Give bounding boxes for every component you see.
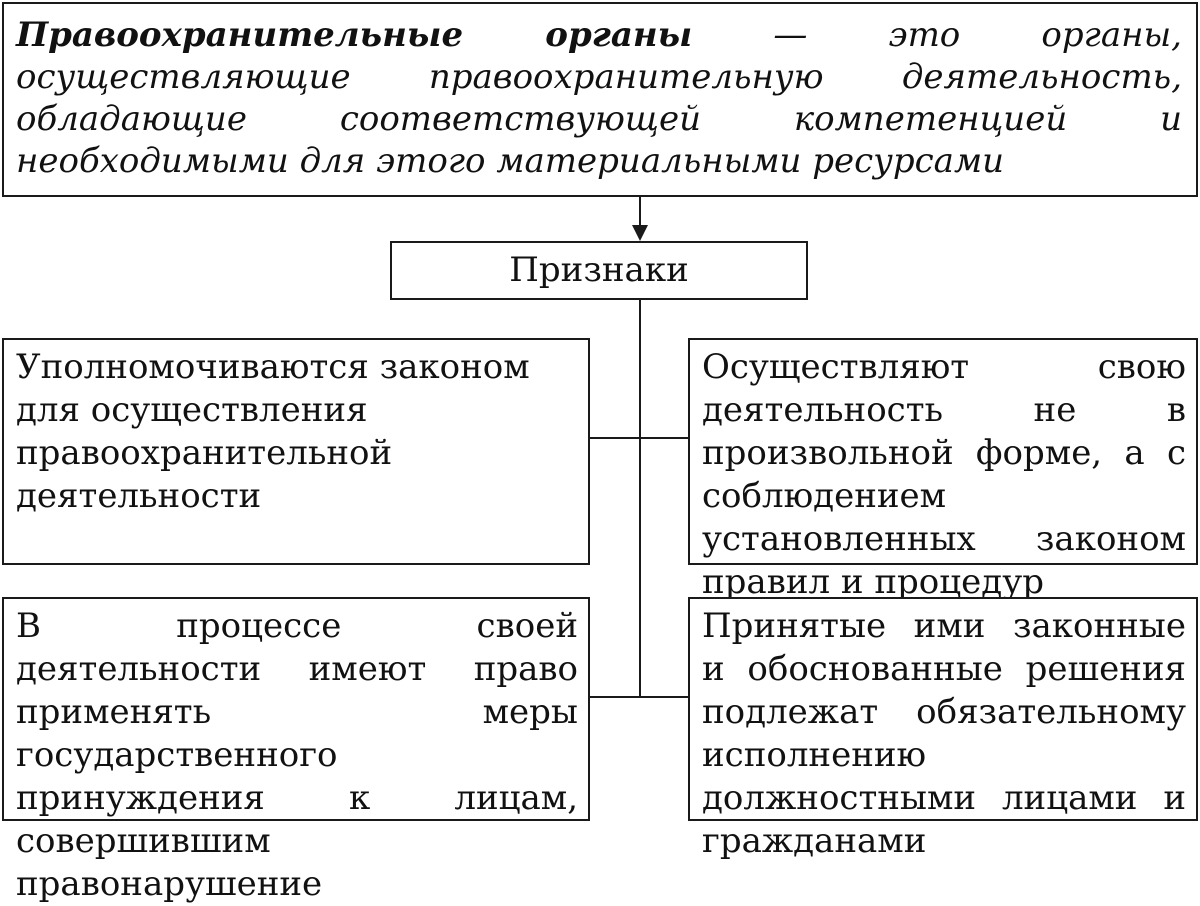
feature-item-text: В процессе своей деятельности имеют прав…	[16, 606, 578, 904]
features-label: Признаки	[509, 250, 689, 290]
feature-item-procedures: Осуществляют свою деятельность не в прои…	[688, 338, 1198, 602]
feature-item-binding-decisions: Принятые ими законные и обоснованные реш…	[688, 597, 1198, 861]
definition-box: Правоохранительные органы — это органы, …	[2, 2, 1198, 197]
feature-item-text: Принятые ими законные и обоснованные реш…	[702, 606, 1186, 861]
definition-term: Правоохранительные органы	[16, 15, 693, 55]
arrow-down-icon	[632, 225, 648, 241]
feature-item-text: Осуществляют свою деятельность не в прои…	[702, 347, 1186, 602]
feature-item-text: Уполномочиваются законом для осуществлен…	[16, 347, 530, 516]
definition-text: Правоохранительные органы — это органы, …	[16, 14, 1182, 182]
features-box: Признаки	[390, 241, 808, 300]
feature-item-authorized-by-law: Уполномочиваются законом для осуществлен…	[2, 338, 590, 565]
feature-item-coercion: В процессе своей деятельности имеют прав…	[2, 597, 590, 904]
definition-body: — это органы, осуществляющие правоохрани…	[16, 15, 1182, 181]
